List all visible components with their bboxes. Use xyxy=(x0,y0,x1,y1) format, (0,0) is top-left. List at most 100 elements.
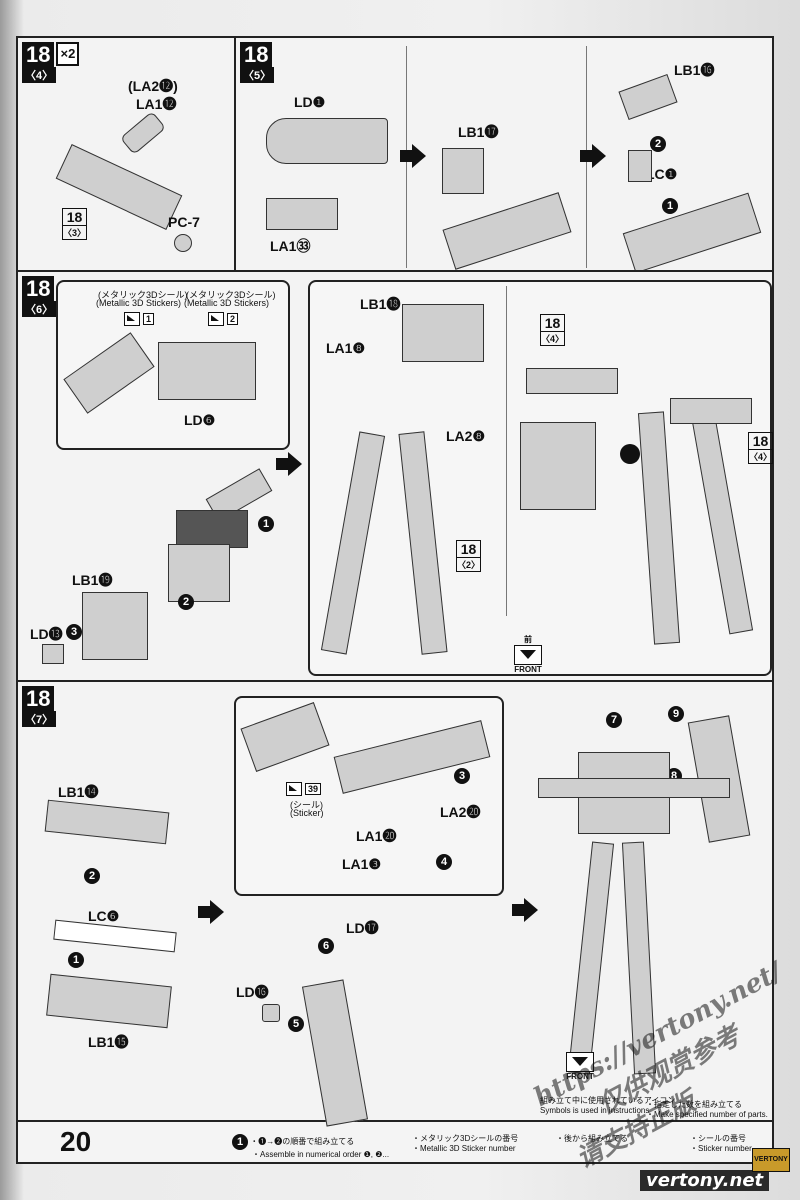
part-la1-12 xyxy=(119,111,167,155)
part-ld16 xyxy=(262,1004,280,1022)
order-marker-7: 7 xyxy=(606,712,622,728)
legend-order: 1 ・❶→❷の順番で組み立てる ・Assemble in numerical o… xyxy=(232,1134,389,1160)
panel-step-18-6: 18 〈6〉 (メタリック3Dシール) (Metallic 3D Sticker… xyxy=(16,270,774,682)
order-marker-3: 3 xyxy=(66,624,82,640)
step-substep: 〈4〉 xyxy=(22,67,57,83)
part-label-pc7: PC-7 xyxy=(168,214,200,230)
flow-arrow xyxy=(198,900,224,924)
legend-seal: ・シールの番号 ・Sticker number xyxy=(690,1134,752,1154)
order-marker-4: 4 xyxy=(436,854,452,870)
order-marker-6: 6 xyxy=(318,938,334,954)
order-marker-1: 1 xyxy=(68,952,84,968)
multiplier-badge: ×2 xyxy=(56,42,80,66)
part-la1-33 xyxy=(266,198,338,230)
leg-right xyxy=(398,431,448,655)
pc7-joint xyxy=(174,234,192,252)
legend-parts-jp: ・指定した数を組み立てる xyxy=(646,1100,742,1109)
order-marker-1: 1 xyxy=(662,198,678,214)
sticker-2-en: (Metallic 3D Stickers) xyxy=(184,298,270,308)
part-label-la2-20: LA2⓴ xyxy=(440,804,481,820)
part-label-ld13: LD⓭ xyxy=(30,626,63,642)
thruster-block xyxy=(520,422,596,510)
page-number: 20 xyxy=(60,1126,92,1157)
legend-sticker-en: ・Metallic 3D Sticker number xyxy=(412,1144,516,1153)
final-arm xyxy=(538,778,730,798)
legend-seal-en: ・Sticker number xyxy=(690,1144,752,1153)
ref-step-18-3: 18〈3〉 xyxy=(62,208,88,240)
part-label-ld17: LD⓱ xyxy=(346,920,379,936)
part-label-lb1-14: LB1⓮ xyxy=(58,784,99,800)
step-substep: 〈6〉 xyxy=(22,301,57,317)
flow-arrow xyxy=(580,144,606,168)
part-label-ld16: LD⓰ xyxy=(236,984,269,1000)
flow-arrow xyxy=(400,144,426,168)
watermark-badge: VERTONY xyxy=(752,1148,790,1172)
sub-divider xyxy=(506,286,507,616)
legend-later-jp: ・後から組み立てる xyxy=(556,1134,628,1143)
flow-arrow xyxy=(512,898,538,922)
part-frame xyxy=(168,544,230,602)
panel-step-18-5: 18 〈5〉 LD❶ LA1㉝ LB1⓱ LB1⓰ 2 LC❶ 1 xyxy=(234,36,774,274)
part-label-lb1-15: LB1⓯ xyxy=(88,1034,129,1050)
leg-right-assembly xyxy=(637,411,681,645)
order-marker-2: 2 xyxy=(178,594,194,610)
legend-order-jp: ・❶→❷の順番で組み立てる xyxy=(250,1137,355,1147)
panel-step-18-4: 18 ×2 〈4〉 (LA2⓬) LA1⓬ 18〈3〉 PC-7 xyxy=(16,36,236,272)
step-number: 18 xyxy=(22,276,55,301)
assembly-body xyxy=(442,192,572,270)
order-marker-2: 2 xyxy=(650,136,666,152)
sticker-39-marker: 39 xyxy=(286,782,322,796)
part-lb1-16 xyxy=(618,74,678,120)
leg-left-assembly xyxy=(690,411,754,635)
part-sticker-area xyxy=(240,702,330,772)
ref-step-18-4-b: 18〈4〉 xyxy=(748,432,774,464)
legend-seal-jp: ・シールの番号 xyxy=(690,1134,746,1143)
part-label-la1-12: LA1⓬ xyxy=(136,96,177,112)
part-lb1-18 xyxy=(402,304,484,362)
step-number: 18 xyxy=(22,686,55,711)
part-label-la1-33: LA1㉝ xyxy=(270,238,311,254)
part-label-lb1-18: LB1⓲ xyxy=(360,296,401,312)
sticker-detail-inset: 39 (シール) (Sticker) 3 LA2⓴ LA1⓴ LA1❸ 4 xyxy=(234,696,504,896)
part-wing-preview xyxy=(63,332,155,414)
assembly-result xyxy=(622,192,762,274)
part-label-lc6: LC❻ xyxy=(88,908,120,924)
arm-left xyxy=(526,368,618,394)
part-label-ld1: LD❶ xyxy=(294,94,326,110)
order-icon: 1 xyxy=(232,1134,248,1150)
legend-order-en: ・Assemble in numerical order ❶, ❷... xyxy=(252,1150,390,1159)
part-ld13 xyxy=(42,644,64,664)
sticker-2-marker: 2 xyxy=(208,312,239,326)
leg-left xyxy=(320,431,386,655)
step-header: 18 〈6〉 xyxy=(22,276,57,317)
order-marker-5: 5 xyxy=(288,1016,304,1032)
part-label-la1-3: LA1❸ xyxy=(342,856,381,872)
legend-sticker-jp: ・メタリック3Dシールの番号 xyxy=(412,1134,519,1143)
part-label-lc1: LC❶ xyxy=(646,166,678,182)
part-ld6-dark xyxy=(176,510,248,548)
part-label-lb1-17: LB1⓱ xyxy=(458,124,499,140)
order-marker-2: 2 xyxy=(84,868,100,884)
part-label-la2-8: LA2❽ xyxy=(446,428,485,444)
part-label-la1-8: LA1❽ xyxy=(326,340,365,356)
step-substep: 〈5〉 xyxy=(240,67,275,83)
step-number: 18 xyxy=(22,42,55,67)
order-marker-9: 9 xyxy=(668,706,684,722)
legend-symbols-jp: 組み立て中に使用されているアイコン xyxy=(540,1096,676,1105)
part-lb1-15 xyxy=(46,973,172,1029)
part-label-lb1-16: LB1⓰ xyxy=(674,62,715,78)
sticker-1-jp: (メタリック3Dシール) xyxy=(98,290,188,300)
part-ld6-preview xyxy=(158,342,256,400)
sticker-39-en: (Sticker) xyxy=(290,808,324,818)
step-substep: 〈7〉 xyxy=(22,711,57,727)
legend-sticker: ・メタリック3Dシールの番号 ・Metallic 3D Sticker numb… xyxy=(412,1134,518,1154)
part-ld1 xyxy=(266,118,388,164)
sticker-2-jp: (メタリック3Dシール) xyxy=(186,290,276,300)
front-indicator: FRONT xyxy=(566,1052,594,1081)
step-header: 18 〈5〉 xyxy=(240,42,275,83)
part-wing-main xyxy=(333,720,491,794)
order-marker-3: 3 xyxy=(454,768,470,784)
part-label-la2-12: (LA2⓬) xyxy=(128,78,178,94)
